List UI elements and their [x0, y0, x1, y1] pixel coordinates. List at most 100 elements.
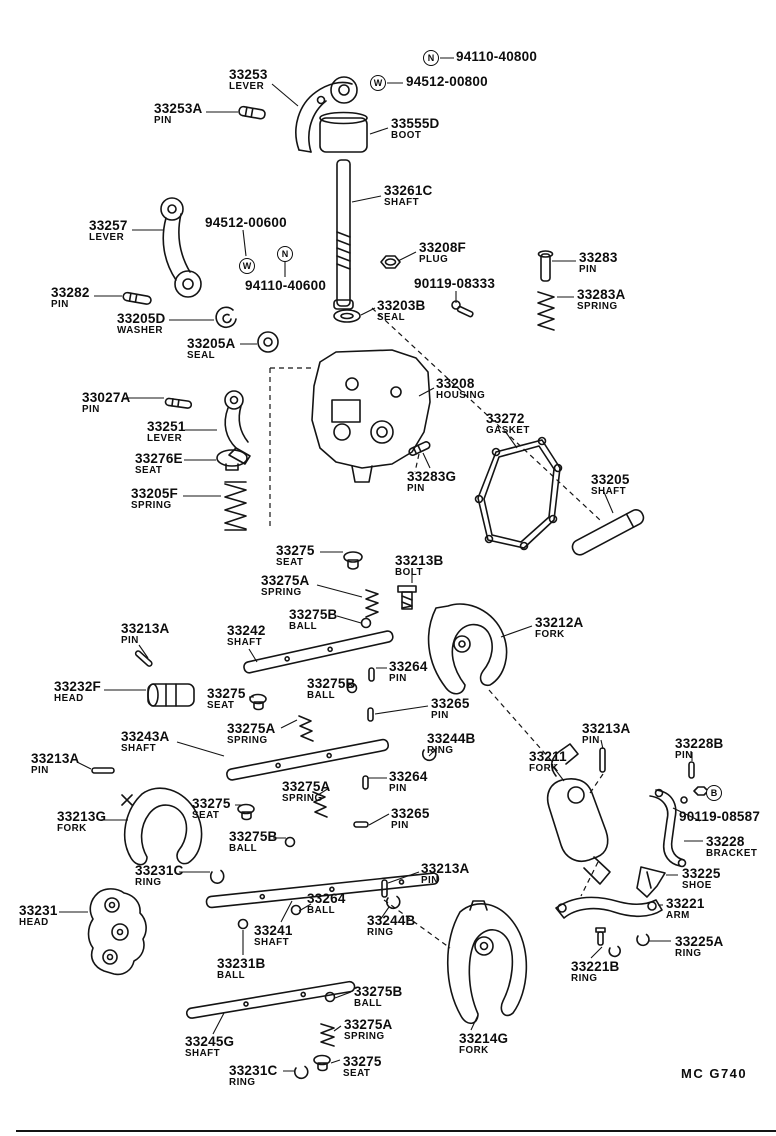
part-name: PIN	[582, 734, 600, 746]
part-name: PIN	[31, 764, 49, 776]
part-number: 33213A	[582, 721, 631, 736]
drawing-pin-33283G	[408, 441, 431, 456]
part-label-90119-08333: 90119-08333	[414, 277, 495, 291]
part-number: 33275	[207, 686, 246, 701]
part-name: SHAFT	[227, 636, 263, 648]
part-number: 33265	[391, 806, 430, 821]
part-number: 33205	[591, 472, 630, 487]
part-name: PIN	[431, 709, 449, 721]
part-name: PIN	[82, 403, 100, 415]
part-name: SHAFT	[121, 742, 157, 754]
part-number: 33275	[343, 1054, 382, 1069]
part-number: 33253A	[154, 101, 203, 116]
part-number: 33275B	[229, 829, 278, 844]
part-name: SPRING	[131, 499, 172, 511]
drawing-pin-33253A	[238, 105, 266, 120]
drawing-ring-33231C-2	[293, 1065, 309, 1080]
part-label-94512-00600: 94512-00600	[205, 216, 287, 230]
part-number: 33275	[276, 543, 315, 558]
part-number: 33244B	[427, 731, 476, 746]
part-number: 33264	[389, 659, 428, 674]
drawing-ring-33225A	[636, 933, 650, 947]
drawing-seat-33275-4	[313, 1054, 331, 1072]
part-number: 33231C	[135, 863, 184, 878]
part-number: 33212A	[535, 615, 584, 630]
part-number: 33232F	[54, 679, 101, 694]
part-number: 33231	[19, 903, 58, 918]
part-name: RING	[675, 947, 702, 959]
part-name: PIN	[391, 819, 409, 831]
part-number: 33205A	[187, 336, 236, 351]
drawing-pin-33283	[537, 250, 554, 282]
part-number: 33283G	[407, 469, 457, 484]
drawing-spring-33275A-4	[320, 1023, 335, 1047]
part-number: 33257	[89, 218, 128, 233]
part-name: PIN	[389, 782, 407, 794]
drawing-ball-33275B-4	[324, 991, 336, 1003]
part-name: PIN	[121, 634, 139, 646]
drawing-shaft-33243A	[226, 738, 390, 781]
part-number: 94110-40600	[245, 278, 327, 293]
part-name: RING	[571, 972, 598, 984]
drawing-ball-33275B-2	[346, 682, 358, 694]
part-name: SEAT	[192, 809, 220, 821]
part-name: SPRING	[261, 586, 302, 598]
part-name: SEAL	[187, 349, 216, 361]
drawing-shaft-33205	[571, 509, 645, 556]
drawing-seat-33275-3	[237, 803, 255, 821]
drawing-pin-33213A-left	[91, 767, 115, 774]
part-name: RING	[229, 1076, 256, 1088]
drawing-pin-33228B	[688, 761, 695, 779]
part-name: SPRING	[227, 734, 268, 746]
part-name: BALL	[229, 842, 258, 854]
part-name: PLUG	[419, 253, 449, 265]
part-name: SEAT	[343, 1067, 371, 1079]
circled-N-symbol: N	[423, 50, 439, 66]
part-name: PIN	[579, 263, 597, 275]
part-name: SEAT	[135, 464, 163, 476]
part-name: BRACKET	[706, 847, 758, 859]
drawing-ring-33244B-1	[421, 747, 437, 762]
part-label-94110-40600: 94110-40600	[245, 279, 326, 293]
drawing-seat-33276E	[216, 449, 248, 471]
drawing-shoe-33225	[636, 866, 666, 898]
part-name: HEAD	[19, 916, 49, 928]
part-number: 33555D	[391, 116, 440, 131]
part-number: 33231B	[217, 956, 266, 971]
part-name: SPRING	[282, 792, 323, 804]
dashed-assembly-lines	[269, 307, 604, 949]
part-number: 33275A	[344, 1017, 393, 1032]
drawing-lever-33257	[160, 197, 202, 298]
part-name: SHOE	[682, 879, 712, 891]
part-name: SPRING	[577, 300, 618, 312]
part-name: PIN	[51, 298, 69, 310]
drawing-fork-33211	[546, 743, 611, 885]
part-name: HEAD	[54, 692, 84, 704]
